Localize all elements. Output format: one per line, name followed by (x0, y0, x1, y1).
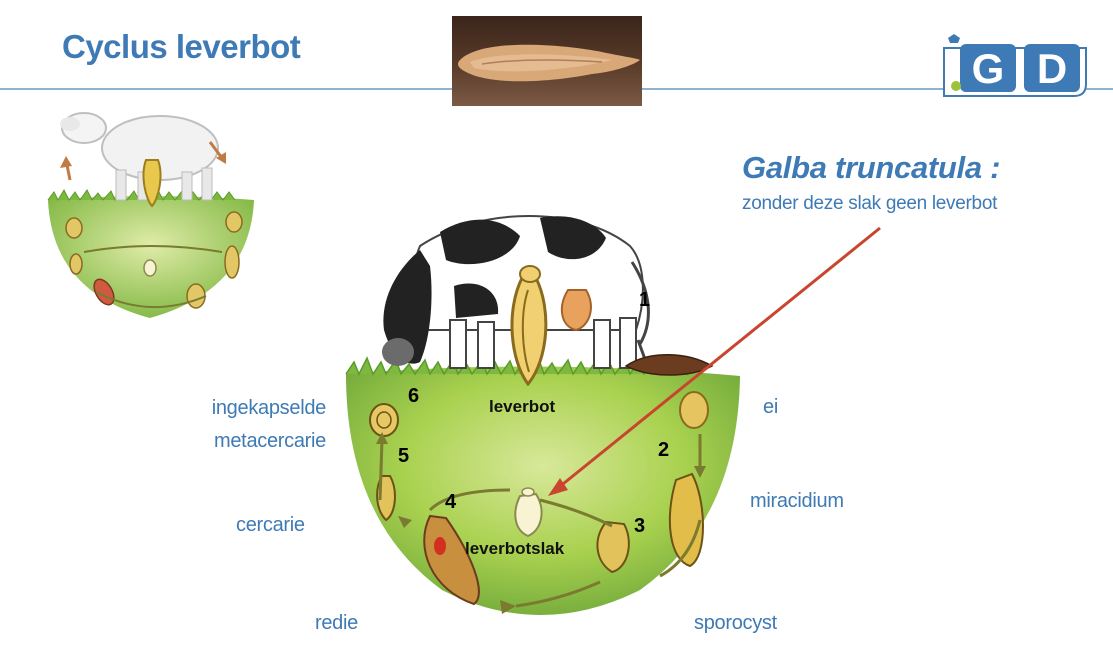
label-redie: redie (315, 612, 358, 634)
sporocyst-stage-shape (596, 520, 630, 574)
label-cercarie: cercarie (236, 514, 305, 536)
snail-shape (514, 492, 543, 538)
cow-illustration (382, 215, 714, 387)
miracidium-stage-shape (668, 472, 704, 568)
stage-number-2: 2 (658, 439, 669, 461)
stage-number-6: 6 (408, 385, 419, 407)
pointer-arrow (557, 226, 881, 490)
species-heading: Galba truncatula : (742, 150, 1001, 185)
logo-letter-d: D (1037, 45, 1067, 92)
adult-fluke-shape (510, 276, 548, 387)
label-metacercarie-line1: ingekapselde (211, 397, 327, 419)
stage-number-1: 1 (639, 289, 650, 311)
thumbnail-cycle (47, 112, 254, 318)
label-metacercarie-line2: metacercarie (214, 430, 326, 452)
stage-number-5: 5 (398, 445, 409, 467)
stage-number-3: 3 (634, 515, 645, 537)
pointer-arrowhead (548, 478, 568, 496)
stage-number-4: 4 (445, 491, 457, 513)
label-miracidium: miracidium (750, 490, 844, 512)
dung-shape (624, 354, 714, 376)
liver-fluke-photo (452, 16, 642, 106)
leverbotslak-label: leverbotslak (465, 539, 565, 558)
cycle-stages (369, 391, 709, 606)
logo-letter-g: G (972, 45, 1005, 92)
sheep-illustration (60, 112, 219, 208)
page-title: Cyclus leverbot (62, 28, 301, 65)
leverbot-label: leverbot (489, 397, 555, 416)
label-sporocyst: sporocyst (694, 612, 777, 634)
egg-stage-shape (679, 391, 709, 429)
liver-fluke-photo-shape (458, 44, 640, 82)
metacercaria-stage-shape (369, 403, 399, 437)
species-note: zonder deze slak geen leverbot (742, 193, 998, 214)
gd-logo: G D (940, 34, 1092, 100)
cycle-arrows (378, 434, 702, 608)
gd-logo-graphic: G D (943, 34, 1087, 97)
label-ei: ei (763, 396, 778, 418)
